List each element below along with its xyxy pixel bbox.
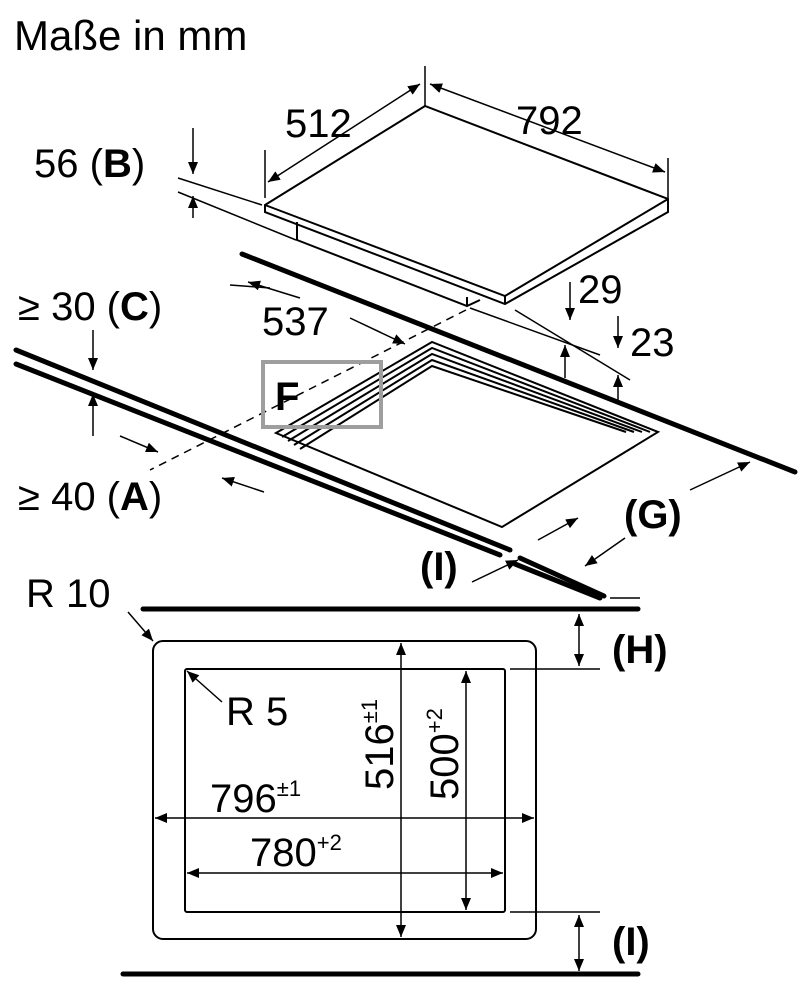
dim-min-front-value: ≥ 40 bbox=[18, 475, 96, 519]
dim-780-label: 780+2 bbox=[250, 830, 342, 875]
cutout-projection-line bbox=[149, 309, 467, 471]
dim-516-label: 516±1 bbox=[357, 699, 402, 790]
dim-thickness bbox=[177, 128, 297, 241]
dim-796-tol: ±1 bbox=[277, 776, 301, 801]
dim-min-front-label: ≥ 40 (A) bbox=[18, 475, 162, 519]
dim-i-bottom-label: (I) bbox=[612, 920, 650, 964]
dim-min-front-letter: A bbox=[120, 475, 149, 519]
dim-h bbox=[510, 614, 600, 670]
dim-23: 23 bbox=[630, 321, 675, 365]
radius-5-label: R 5 bbox=[226, 690, 288, 734]
dim-780-value: 780 bbox=[250, 831, 317, 875]
dim-516-value: 516 bbox=[358, 723, 402, 790]
dim-min-rear-label: ≥ 30 (C) bbox=[18, 285, 162, 329]
dim-min-front bbox=[119, 435, 265, 493]
worktop-cutout bbox=[273, 340, 661, 529]
dim-796-label: 796±1 bbox=[210, 776, 301, 821]
outer-cutout bbox=[152, 640, 537, 940]
dim-width-792: 792 bbox=[516, 99, 583, 143]
dim-i-top-label: (I) bbox=[420, 545, 458, 589]
dim-g bbox=[584, 461, 751, 567]
inner-cutout bbox=[184, 668, 506, 913]
dim-g-label: (G) bbox=[624, 493, 682, 537]
dim-780-tol: +2 bbox=[317, 830, 342, 855]
dim-i-top bbox=[471, 517, 579, 583]
dim-thickness-letter: B bbox=[103, 142, 132, 186]
detail-f-label: F bbox=[275, 375, 299, 419]
dim-500-label: 500+2 bbox=[422, 708, 467, 800]
hob-body bbox=[296, 222, 481, 308]
dim-min-rear-letter: C bbox=[120, 285, 149, 329]
dim-537: 537 bbox=[262, 300, 329, 344]
dim-thickness-value: 56 bbox=[34, 142, 79, 186]
detail-f-frame bbox=[261, 360, 383, 429]
radius-10-label: R 10 bbox=[26, 572, 111, 616]
radius-5-arrow bbox=[186, 670, 223, 703]
diagram-title: Maße in mm bbox=[14, 12, 247, 59]
dim-cutout-depth bbox=[229, 280, 406, 345]
dim-depth-512: 512 bbox=[285, 102, 352, 146]
dim-h-label: (H) bbox=[612, 628, 668, 672]
dim-796-value: 796 bbox=[210, 777, 277, 821]
radius-10-arrow bbox=[127, 611, 154, 642]
dim-500-value: 500 bbox=[423, 733, 467, 800]
dim-top-width bbox=[264, 66, 669, 198]
dim-min-rear-value: ≥ 30 bbox=[18, 285, 96, 329]
dim-500-tol: +2 bbox=[422, 708, 447, 733]
dim-29-23 bbox=[469, 282, 631, 402]
dim-516-tol: ±1 bbox=[357, 699, 382, 723]
dim-thickness-label: 56 (B) bbox=[34, 142, 145, 186]
dim-29: 29 bbox=[578, 268, 623, 312]
dim-i-bottom bbox=[510, 911, 600, 971]
